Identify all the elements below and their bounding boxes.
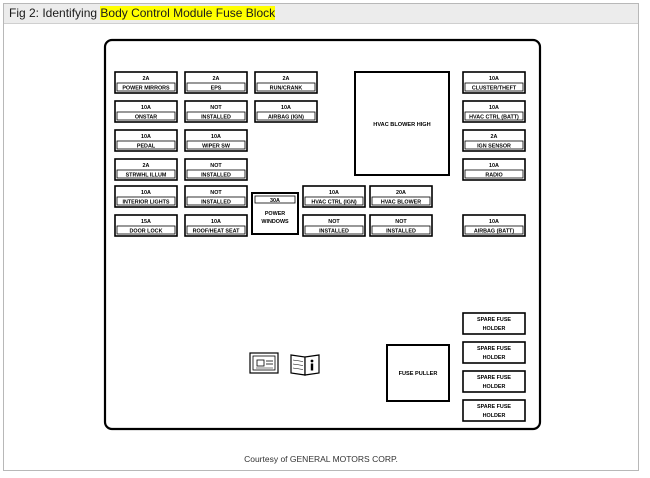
spare-fuse-holder: SPARE FUSE HOLDER [462,399,526,422]
fuse-f20: 10A HVAC CTRL (BATT) [462,100,526,123]
fuse-f13: 15A DOOR LOCK [114,214,178,237]
spare-fuse-holder: SPARE FUSE HOLDER [462,312,526,335]
fuse-f11: 10A INTERIOR LIGHTS [114,185,178,208]
fuse-f6: 10A AIRBAG (IGN) [254,100,318,123]
svg-text:SPARE FUSE: SPARE FUSE [477,404,511,410]
fuse-f14: 10A ROOF/HEAT SEAT [184,214,248,237]
fuse-label: IGN SENSOR [477,144,511,150]
figure-title-highlight: Body Control Module Fuse Block [100,6,276,20]
fuse-amp: 10A [141,134,151,140]
fuse-label: ROOF/HEAT SEAT [193,229,241,235]
fuse-label: INSTALLED [201,115,231,121]
fuse-amp: 10A [489,105,499,111]
fuse-f7: 10A PEDAL [114,129,178,152]
svg-text:HOLDER: HOLDER [483,384,506,390]
figure-title-prefix: Fig 2: Identifying [9,6,101,20]
fuse-label: HVAC CTRL (BATT) [469,115,519,121]
fuse-label: RADIO [485,173,502,179]
fuse-amp: 10A [141,190,151,196]
fuse-f2: 2A EPS [184,71,248,94]
fuse-label: DOOR LOCK [130,229,163,235]
fuse-label: WIPER SW [202,144,231,150]
fuse-label: INSTALLED [319,229,349,235]
fuse-label: POWER MIRRORS [122,86,170,92]
fuse-amp: NOT [210,105,222,111]
fuse-label: HVAC CTRL (IGN) [311,200,357,206]
fuse-puller: FUSE PULLER [386,344,450,402]
fuse-amp: 30A [270,198,280,204]
fuse-f10: NOT INSTALLED [184,158,248,181]
fuse-amp: NOT [395,219,407,225]
fuse-f8: 10A WIPER SW [184,129,248,152]
svg-text:SPARE FUSE: SPARE FUSE [477,346,511,352]
fuse-label: INSTALLED [201,200,231,206]
fuse-label: INSTALLED [386,229,416,235]
svg-text:HOLDER: HOLDER [483,355,506,361]
fuse-amp: 10A [489,163,499,169]
svg-text:HOLDER: HOLDER [483,413,506,419]
figure-title: Fig 2: Identifying Body Control Module F… [9,6,276,20]
fuse-label: CLUSTER/THEFT [472,86,517,92]
fuse-f3: 2A RUN/CRANK [254,71,318,94]
fuse-label: PEDAL [137,144,156,150]
svg-text:SPARE FUSE: SPARE FUSE [477,317,511,323]
fuse-f1: 2A POWER MIRRORS [114,71,178,94]
owner-manual-icon [290,354,320,376]
fuse-block-diagram: 2A POWER MIRRORS 10A ONSTAR 10A PEDAL 2A… [103,38,542,431]
fuse-amp: 2A [213,76,220,82]
fuse-amp: 2A [143,76,150,82]
fuse-amp: 10A [489,219,499,225]
fuse-label: STRWHL ILLUM [126,173,167,179]
figure-credit: Courtesy of GENERAL MOTORS CORP. [244,454,398,464]
fuse-amp: 10A [211,219,221,225]
fuse-f16: 20A HVAC BLOWER [369,185,433,208]
relay-label: HVAC BLOWER HIGH [373,122,430,128]
fuse-amp: NOT [328,219,340,225]
fuse-f23: 10A AIRBAG (BATT) [462,214,526,237]
relay-hvac-blower-high: HVAC BLOWER HIGH [354,71,450,176]
fuse-f4: 10A ONSTAR [114,100,178,123]
fuse-label: EPS [211,86,222,92]
fuse-amp: 15A [141,219,151,225]
fuse-amp: NOT [210,190,222,196]
spare-fuse-holder: SPARE FUSE HOLDER [462,341,526,364]
fuse-amp: 2A [491,134,498,140]
fuse-chart-icon [249,352,279,374]
fuse-f17: NOT INSTALLED [302,214,366,237]
fuse-puller-label: FUSE PULLER [399,371,438,377]
fuse-amp: 10A [329,190,339,196]
fuse-amp: 10A [211,134,221,140]
fuse-amp: 10A [489,76,499,82]
fuse-amp: 20A [396,190,406,196]
fuse-f21: 2A IGN SENSOR [462,129,526,152]
svg-text:SPARE FUSE: SPARE FUSE [477,375,511,381]
spare-fuse-holder: SPARE FUSE HOLDER [462,370,526,393]
fuse-label-line2: WINDOWS [261,219,289,225]
fuse-label: RUN/CRANK [270,86,303,92]
fuse-f22: 10A RADIO [462,158,526,181]
fuse-label-line1: POWER [265,211,285,217]
fuse-label: INSTALLED [201,173,231,179]
svg-text:HOLDER: HOLDER [483,326,506,332]
fuse-f15: 10A HVAC CTRL (IGN) [302,185,366,208]
fuse-label: INTERIOR LIGHTS [122,200,169,206]
fuse-f12: NOT INSTALLED [184,185,248,208]
fuse-label: AIRBAG (BATT) [474,229,515,235]
fuse-f5: NOT INSTALLED [184,100,248,123]
fuse-label: HVAC BLOWER [381,200,421,206]
fuse-f18: NOT INSTALLED [369,214,433,237]
figure-titlebar: Fig 2: Identifying Body Control Module F… [4,4,638,24]
fuse-amp: 2A [143,163,150,169]
figure-frame: Fig 2: Identifying Body Control Module F… [3,3,639,471]
fuse-label: ONSTAR [135,115,157,121]
fuse-amp: 10A [281,105,291,111]
fuse-f9: 2A STRWHL ILLUM [114,158,178,181]
fuse-label: AIRBAG (IGN) [268,115,304,121]
fuse-amp: 10A [141,105,151,111]
fuse-amp: NOT [210,163,222,169]
fuse-f19: 10A CLUSTER/THEFT [462,71,526,94]
fuse-amp: 2A [283,76,290,82]
fuse-power-windows: 30A POWER WINDOWS [251,192,299,235]
